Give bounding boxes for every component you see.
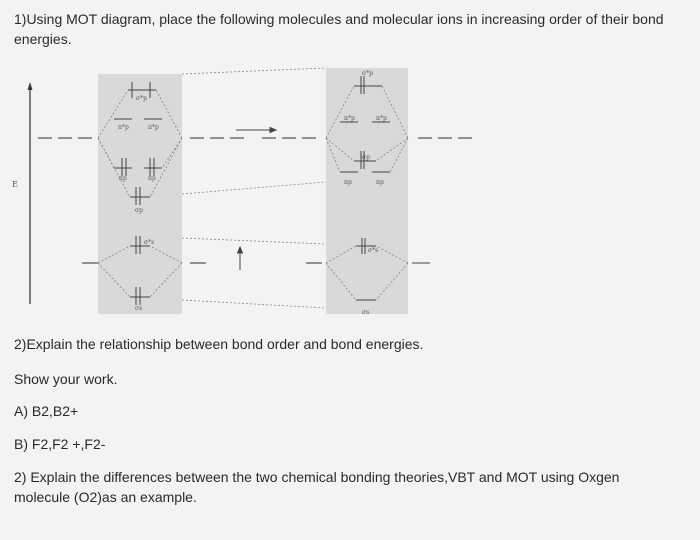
energy-axis-arrow xyxy=(27,82,33,90)
energy-axis-label: E xyxy=(12,180,18,189)
label-pi-2p-star-left-1: π*p xyxy=(118,124,129,131)
question-3-text: 2) Explain the differences between the t… xyxy=(14,469,620,505)
label-sigma-2p-right: σp xyxy=(362,154,370,161)
label-sigma-2s-star-left: σ*s xyxy=(144,239,154,246)
label-pi-2p-right-2: πp xyxy=(376,179,384,186)
right-mo-panel xyxy=(326,68,408,314)
label-sigma-2s-star-right: σ*s xyxy=(368,247,378,254)
part-b-text: B) F2,F2 +,F2- xyxy=(14,436,106,452)
label-sigma-2s-right: σs xyxy=(362,309,369,316)
panel-connectors xyxy=(181,67,327,309)
label-pi-2p-star-left-2: π*p xyxy=(148,124,159,131)
label-sigma-2s-left: σs xyxy=(135,305,142,312)
correlation-lines xyxy=(97,85,409,301)
label-pi-2p-left-1: πp xyxy=(119,175,127,182)
label-pi-2p-right-1: πp xyxy=(344,179,352,186)
question-1-text: 1)Using MOT diagram, place the following… xyxy=(14,11,664,47)
part-a-text: A) B2,B2+ xyxy=(14,403,79,419)
electron-ticks xyxy=(121,76,366,305)
label-pi-2p-star-right-2: π*p xyxy=(376,115,387,122)
label-sigma-2p-star-left: σ*p xyxy=(136,95,147,102)
mo-diagram: E xyxy=(12,67,472,316)
show-work-text: Show your work. xyxy=(14,371,118,387)
label-pi-2p-left-2: πp xyxy=(148,175,156,182)
label-sigma-2p-star-right: σ*p xyxy=(362,70,373,77)
electron-arrows xyxy=(236,126,278,270)
label-pi-2p-star-right-1: π*p xyxy=(344,115,355,122)
right-mo-levels xyxy=(340,85,390,301)
label-sigma-2p-left: σp xyxy=(135,207,143,214)
question-2-text: 2)Explain the relationship between bond … xyxy=(14,336,424,352)
